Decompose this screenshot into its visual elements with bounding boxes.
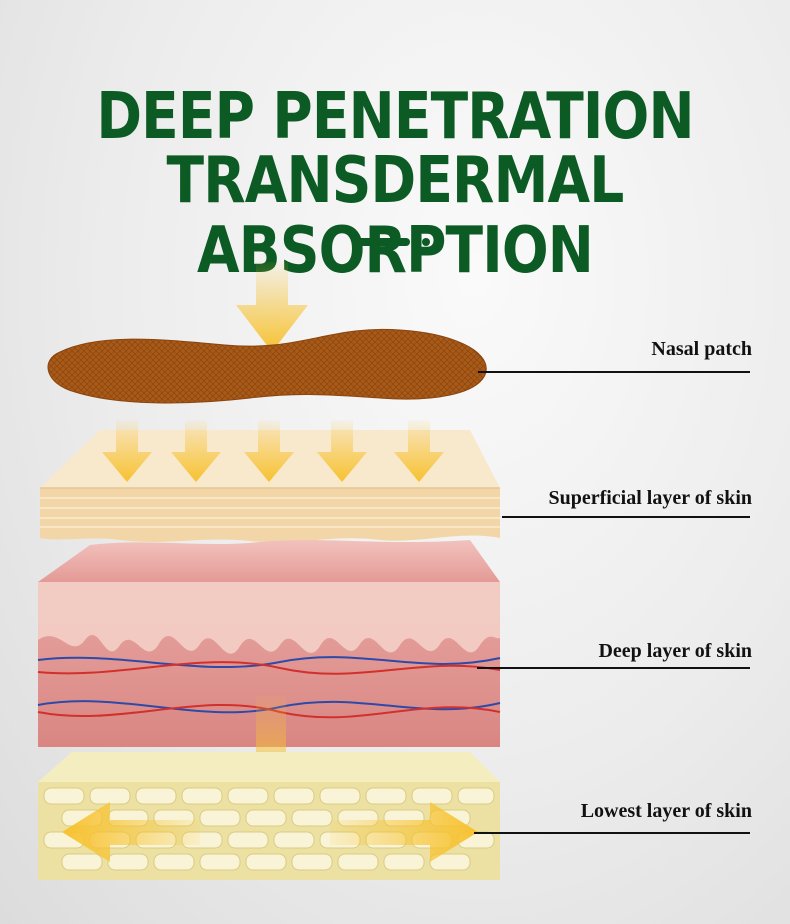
title-underline-dash <box>355 238 410 246</box>
title-underline-dot <box>422 238 430 246</box>
label-nasal-patch: Nasal patch <box>651 338 752 360</box>
label-deep: Deep layer of skin <box>598 640 752 662</box>
leader-line-lowest <box>474 832 750 834</box>
title-line-1: DEEP PENETRATION <box>96 80 694 154</box>
nasal-patch-shape <box>47 328 487 404</box>
top-arrow <box>236 262 308 352</box>
label-lowest: Lowest layer of skin <box>580 800 752 822</box>
label-superficial: Superficial layer of skin <box>548 487 752 509</box>
superficial-arrows <box>102 420 444 482</box>
title-line-2: TRANSDERMAL ABSORPTION <box>166 144 625 288</box>
lowest-right-arrow <box>330 802 478 862</box>
leader-line-deep <box>477 667 750 669</box>
lowest-left-arrow <box>62 802 200 862</box>
leader-line-nasal-patch <box>478 371 750 373</box>
leader-line-superficial <box>502 516 750 518</box>
